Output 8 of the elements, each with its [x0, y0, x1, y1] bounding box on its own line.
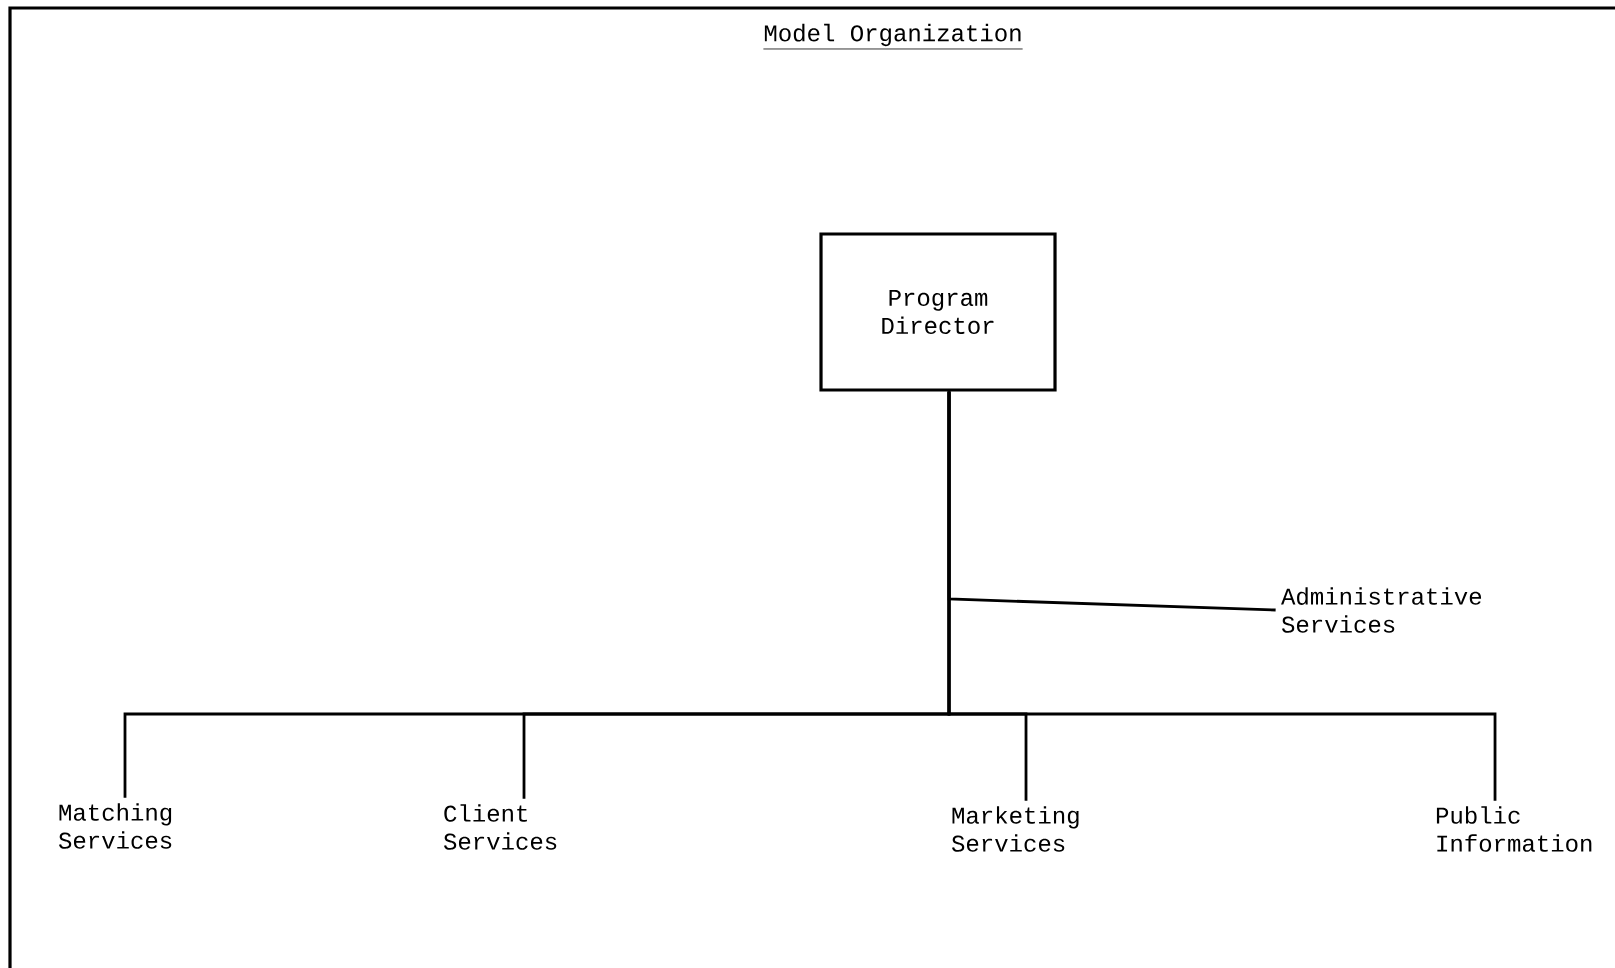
unit-label: Public Information: [1436, 806, 1592, 852]
unit-label: Marketing Services: [951, 806, 1079, 852]
title: Model Organization: [763, 23, 1024, 50]
unit-label: Matching Services: [58, 803, 172, 849]
unit-label: Client Services: [443, 804, 557, 850]
unit-label: Administrative Services: [1281, 587, 1482, 633]
director-box: Program Director: [819, 232, 1057, 392]
connector-line: [947, 391, 1497, 801]
